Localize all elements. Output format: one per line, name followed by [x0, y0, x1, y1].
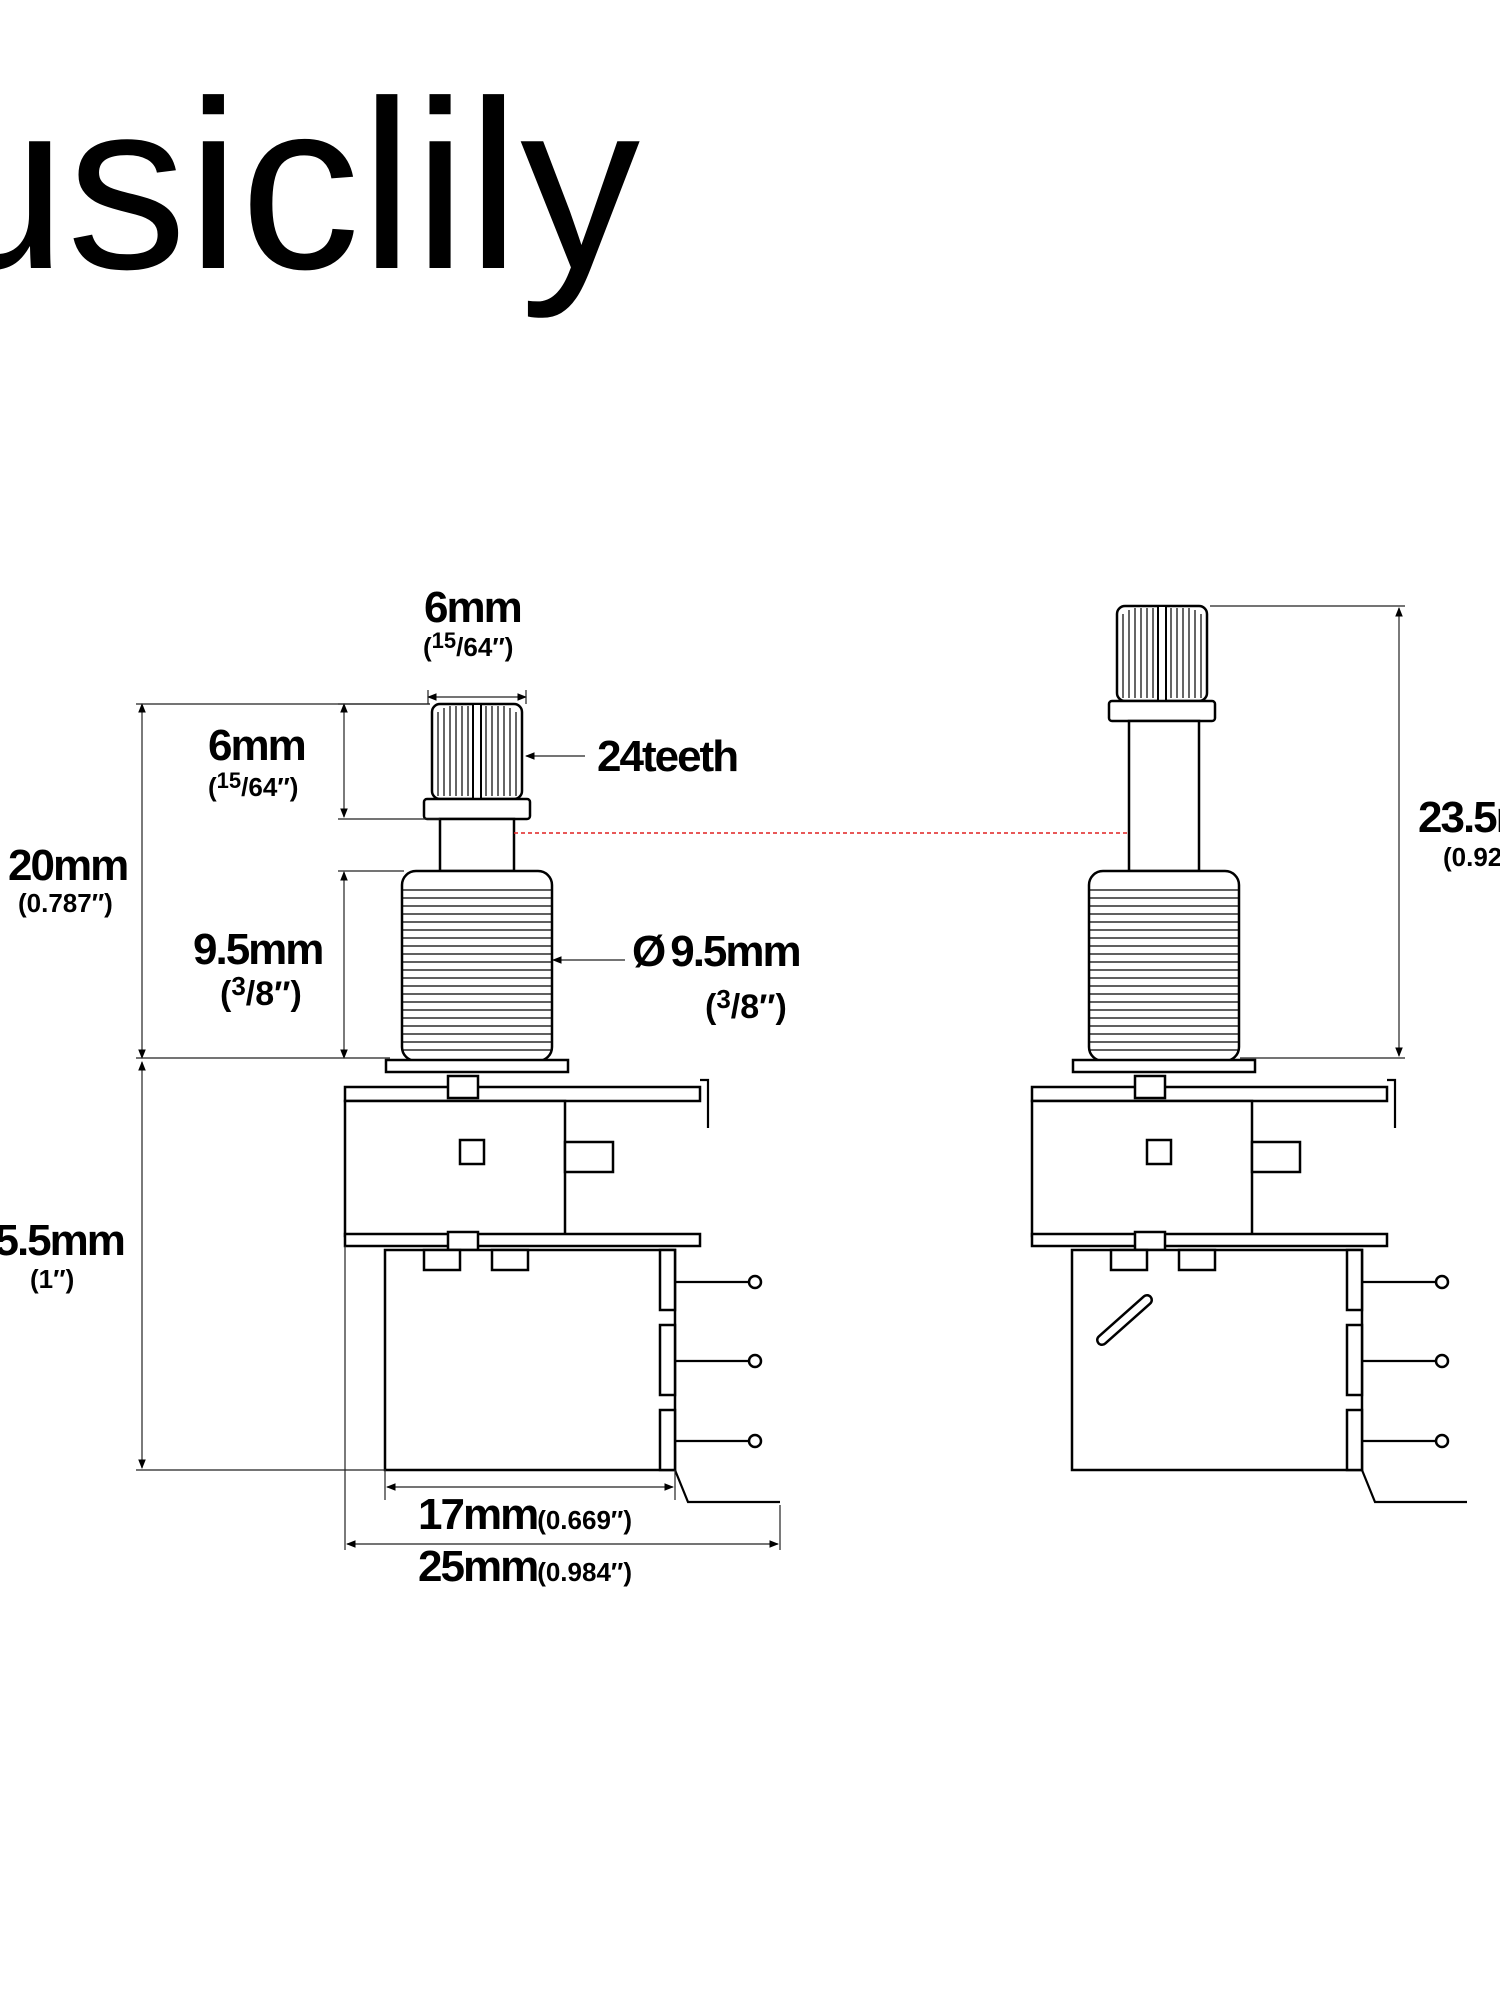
front-pot-drawing [343, 702, 780, 1504]
teeth-count: 24teeth [597, 732, 737, 781]
top-width-mm: 6mm [424, 583, 521, 632]
front-dimensions: 6mm (15/64″) 6mm (15/64″) 24teeth 20mm (… [0, 583, 802, 1591]
body-height-mm: 25.5mm [0, 1216, 124, 1265]
pushed-height-inch: (0.925″) [1443, 842, 1500, 872]
top-width-frac: (15/64″) [423, 628, 513, 662]
pushed-height-mm: 23.5mm [1418, 793, 1500, 842]
bushing-height-mm: 9.5mm [193, 925, 322, 974]
total-height-mm: 20mm [8, 841, 127, 890]
pushed-dimensions: 23.5mm (0.925″) [1210, 605, 1500, 1059]
overall-width-label: 25mm(0.984″) [418, 1542, 632, 1591]
pushed-pot-drawing [1030, 604, 1467, 1504]
brand-title: lusiclily [0, 51, 640, 319]
knurl-height-frac: (15/64″) [208, 768, 298, 802]
body-width-label: 17mm(0.669″) [418, 1490, 632, 1539]
knurl-height-mm: 6mm [208, 721, 305, 770]
diameter-frac: (3/8″) [705, 984, 787, 1026]
bushing-height-frac: (3/8″) [220, 971, 302, 1013]
body-height-inch: (1″) [30, 1264, 74, 1294]
total-height-inch: (0.787″) [18, 888, 113, 918]
